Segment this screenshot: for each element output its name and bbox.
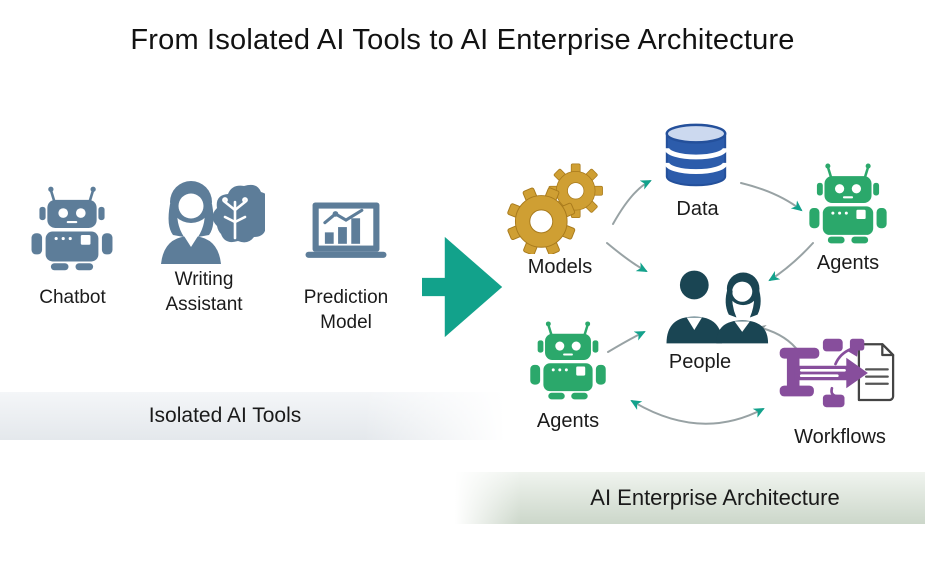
arrow-agents-bottom-to-people [607,331,646,353]
arrow-data-to-agents [740,182,803,212]
ai-enterprise-architecture-banner: AI Enterprise Architecture [455,472,925,524]
page-title: From Isolated AI Tools to AI Enterprise … [130,24,795,56]
agents-bottom-robot-icon [527,318,609,402]
isolated-ai-tools-banner: Isolated AI Tools [0,392,505,440]
data-label: Data [676,198,719,220]
agents-top-label: Agents [816,252,880,274]
database-icon [659,120,733,194]
arrow-models-to-data [612,180,652,225]
people-label: People [668,351,732,373]
agents-top-robot-icon [806,160,890,246]
workflows-label: Workflows [794,426,886,448]
isolated-ai-tools-banner-label: Isolated AI Tools [148,404,302,427]
ai-enterprise-architecture-banner-label: AI Enterprise Architecture [590,485,840,510]
big-right-arrow-icon [422,225,504,349]
people-icon [655,268,770,346]
agents-bottom-label: Agents [536,410,600,432]
chatbot-robot-icon [28,182,116,274]
models-label: Models [527,256,593,278]
writing-assistant-label: Writing Assistant [165,269,243,315]
writing-assistant-icon [145,176,265,266]
chatbot-label: Chatbot [39,287,106,308]
prediction-model-icon [302,200,390,270]
gears-icon [503,162,613,254]
workflow-icon [768,328,903,418]
prediction-model-label: Prediction Model [303,287,389,333]
arrow-agents-workflows-bidirectional [630,399,765,425]
